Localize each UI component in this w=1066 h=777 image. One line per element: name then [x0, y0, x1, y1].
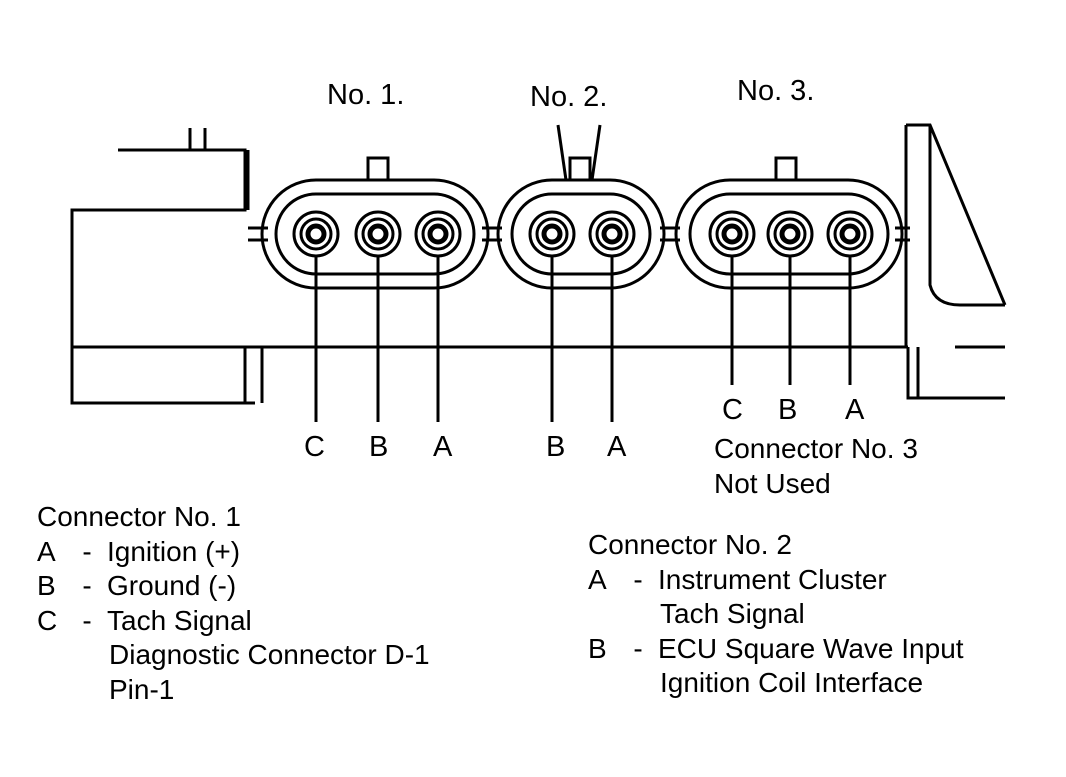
connector-no1: [260, 156, 490, 290]
connector-no1-title: No. 1.: [327, 79, 405, 111]
legend-dash: -: [633, 632, 643, 664]
pin-label-no1-a: A: [433, 431, 453, 463]
pin-label-no2-b: B: [546, 431, 566, 463]
pin-label-no1-b: B: [369, 431, 389, 463]
legend-no1-item-b: B - Ground (-): [37, 569, 430, 604]
connector-no2-title: No. 2.: [530, 81, 608, 113]
note-line-1: Connector No. 3: [714, 433, 918, 464]
legend-text: Instrument Cluster: [658, 563, 887, 595]
connector-no2: [496, 124, 666, 290]
terminal-no2-b: [528, 210, 576, 422]
legend-text-continued: Ignition Coil Interface: [660, 667, 924, 698]
legend-key: C: [37, 604, 58, 636]
legend-no2-heading: Connector No. 2: [588, 529, 792, 560]
pin-label-no3-a: A: [845, 394, 865, 426]
connector-no3-note: Connector No. 3 Not Used: [714, 432, 918, 501]
legend-no1-heading: Connector No. 1: [37, 501, 241, 532]
legend-dash: -: [82, 535, 92, 567]
legend-text-continued: Diagnostic Connector D-1: [109, 639, 430, 670]
legend-text: ECU Square Wave Input: [658, 632, 964, 664]
pin-label-no3-c: C: [722, 394, 743, 426]
right-housing: [906, 123, 1007, 306]
legend-key: B: [588, 632, 607, 664]
pin-label-no2-a: A: [607, 431, 627, 463]
note-line-2: Not Used: [714, 467, 831, 499]
legend-dash: -: [633, 563, 643, 595]
connector-no3-title: No. 3.: [737, 75, 815, 107]
legend-key: B: [37, 570, 56, 601]
legend-key: A: [37, 535, 56, 567]
legend-key: A: [588, 563, 607, 595]
terminal-no1-b: [354, 210, 402, 422]
terminal-no3-c: [708, 210, 756, 385]
legend-no2-item-b: B - ECU Square Wave Input: [588, 632, 964, 667]
terminal-no2-a: [588, 210, 636, 422]
pin-label-no3-b: B: [778, 394, 798, 426]
terminal-no3-b: [766, 210, 814, 385]
terminal-no1-a: [414, 210, 462, 422]
legend-no1-item-c: C - Tach Signal: [37, 604, 430, 639]
legend-dash: -: [82, 604, 92, 636]
legend-no2-item-a: A - Instrument Cluster: [588, 563, 964, 598]
legend-text: Ground (-): [107, 570, 237, 601]
terminal-no1-c: [292, 210, 340, 422]
terminal-no3-a: [826, 210, 874, 385]
legend-dash: -: [82, 570, 92, 601]
legend-text-continued: Tach Signal: [660, 598, 805, 629]
legend-text: Ignition (+): [107, 535, 241, 567]
pin-label-no1-c: C: [304, 431, 325, 463]
left-housing: [70, 148, 255, 405]
legend-text-continued: Pin-1: [109, 673, 175, 705]
legend-connector-no2: Connector No. 2 A - Instrument Cluster T…: [588, 528, 964, 701]
legend-no1-item-a: A - Ignition (+): [37, 535, 430, 570]
legend-text: Tach Signal: [107, 604, 252, 636]
legend-connector-no1: Connector No. 1 A - Ignition (+) B - Gro…: [37, 500, 430, 707]
